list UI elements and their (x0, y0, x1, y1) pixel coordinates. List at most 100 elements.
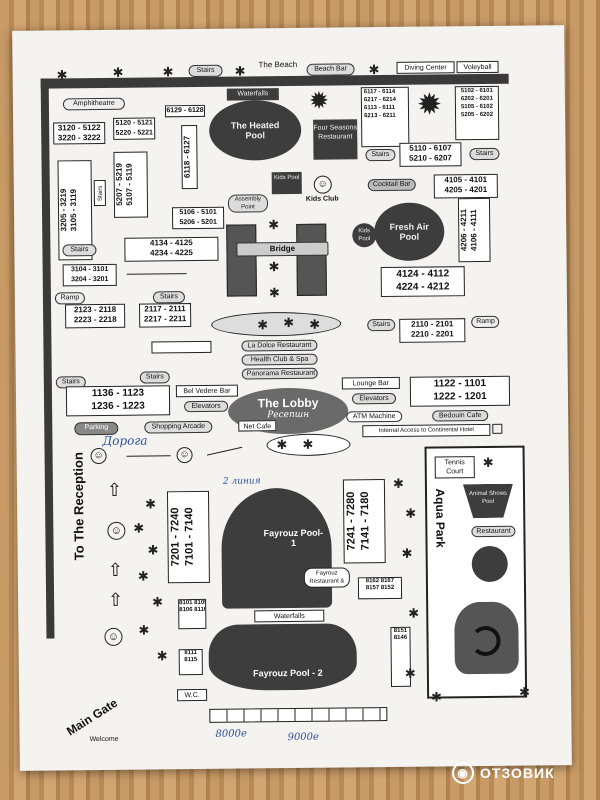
stairs-mid-1: Stairs (365, 148, 396, 162)
up-arrow-icon: ⇧ (107, 559, 123, 580)
stairs-left-2: Stairs (62, 244, 97, 257)
beach-strip (40, 73, 509, 89)
palm-icon: ✱ (309, 316, 321, 332)
lounge-bar: Lounge Bar (341, 376, 400, 390)
smiley-icon: ☺ (90, 447, 107, 465)
palm-icon: ✱ (408, 605, 420, 621)
smiley-icon: ☺ (313, 175, 332, 194)
palm-icon: ✱ (152, 594, 164, 610)
slide-arrow-icon (470, 625, 501, 657)
palm-icon: ✱ (234, 63, 246, 79)
waterfalls-top: Waterfalls (226, 88, 279, 101)
road-handwritten: Дорога (102, 433, 148, 448)
palm-icon: ✱ (431, 689, 443, 705)
sun-icon: ✹ (308, 87, 330, 115)
palm-icon: ✱ (257, 317, 269, 333)
ramp-right: Ramp (471, 315, 500, 329)
stair-block (226, 224, 257, 297)
palm-icon: ✱ (156, 648, 168, 664)
fayrouz-pool-2-label: Fayrouz Pool - 2 (253, 667, 323, 679)
beach-bar-label: Beach Bar (306, 63, 355, 76)
beach-label: The Beach (258, 59, 298, 70)
stairs-left-1: Stairs (93, 179, 106, 207)
palm-icon: ✱ (404, 665, 416, 681)
health-club: Health Club & Spa (241, 353, 318, 366)
palm-icon: ✱ (147, 542, 159, 558)
stairs-lobby-mid: Stairs (139, 371, 170, 384)
palm-icon: ✱ (56, 67, 68, 83)
lobby-title: The Lobby (257, 395, 319, 411)
heated-pool: The Heated Pool (208, 99, 302, 161)
palm-icon: ✱ (482, 454, 494, 471)
arrow-left (126, 273, 187, 275)
hotel-map: The Beach Beach Bar Stairs Diving Center… (12, 25, 572, 771)
top-stairs-label: Stairs (188, 64, 223, 78)
price-handwritten-2: 9000е (287, 731, 319, 744)
fayrouz-restaurant: Fayrouz Restaurant & Bar (303, 567, 350, 588)
palm-icon: ✱ (112, 64, 124, 80)
smiley-icon: ☺ (176, 447, 193, 464)
left-border-line (40, 78, 55, 639)
internal-access: Internal Access to Continental Hotel (362, 423, 491, 438)
rooms-8111: 8111 8115 (178, 648, 203, 676)
up-arrow-icon: ⇧ (106, 479, 123, 500)
palm-icon: ✱ (392, 475, 404, 491)
palm-icon: ✱ (162, 64, 174, 80)
road-arrow (206, 446, 243, 456)
logo-icon: ◉ (452, 762, 474, 784)
stair-block (296, 223, 327, 296)
shopping-arcade: Shopping Arcade (144, 420, 213, 434)
palm-icon: ✱ (519, 684, 531, 700)
price-handwritten-1: 8000е (215, 728, 247, 740)
welcome-label: Welcome (89, 735, 119, 744)
smiley-icon: ☺ (104, 627, 123, 646)
cocktail-bar: Cocktail Bar (367, 178, 416, 192)
palm-icon: ✱ (145, 496, 157, 512)
palm-icon: ✱ (276, 437, 288, 453)
wc-label: W.C. (177, 688, 208, 702)
palm-icon: ✱ (268, 259, 280, 275)
kids-club-label: Kids Club (305, 195, 339, 203)
ramp-left: Ramp (54, 292, 86, 305)
palm-icon: ✱ (268, 285, 280, 301)
palm-icon: ✱ (283, 314, 295, 331)
aqua-restaurant: Restaurant (471, 525, 516, 538)
rooms-6118: 6118 - 6127 (181, 124, 198, 190)
otzovik-logo: ◉ ОТЗОВИК (452, 760, 592, 786)
diving-center-label: Diving Center (396, 61, 455, 74)
bedouin-cafe: Bedouin Cafe (432, 409, 489, 422)
road-arrow (126, 455, 171, 457)
map-paper: The Beach Beach Bar Stairs Diving Center… (12, 25, 572, 771)
amphitheatre-label: Amphitheatre (62, 97, 125, 111)
elevators-right: Elevators (351, 392, 397, 405)
belvedere-box (151, 340, 212, 354)
waterfalls-fayrouz: Waterfalls (254, 609, 325, 623)
kids-pool-2: Kids Pool (352, 223, 377, 248)
fresh-air-pool: Fresh Air Pool (373, 202, 445, 262)
fayrouz-pool-1-label: Fayrouz Pool-1 (263, 527, 324, 549)
palm-icon: ✱ (268, 217, 280, 233)
to-reception-label: To The Reception (70, 452, 87, 561)
la-dolce-restaurant: La Dolce Restaurant (241, 339, 318, 352)
tennis-court: Tennis Court (434, 456, 475, 479)
palm-icon: ✱ (137, 568, 149, 584)
volleyball-label: Voleyball (456, 60, 499, 74)
